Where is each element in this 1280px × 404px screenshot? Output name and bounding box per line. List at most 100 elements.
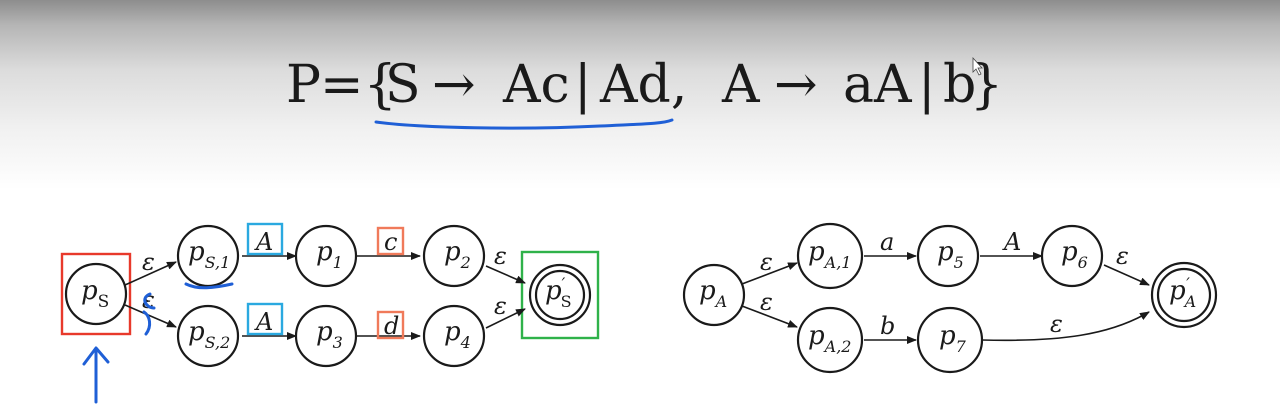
edge-p6-pAf (1103, 264, 1150, 286)
edge-label-p7-pAf: ε (1050, 310, 1063, 338)
state-label: pS,2 (188, 317, 230, 352)
edge-p7-pAf (981, 311, 1150, 342)
state-base: p (444, 317, 461, 347)
state-pS2: pS,2 (176, 304, 240, 368)
edge-label-pA-pA1: ε (760, 248, 773, 276)
state-p2: p2 (422, 224, 486, 288)
state-circle (64, 262, 128, 326)
formula-bar-1: | (574, 55, 592, 115)
formula-bar-2: | (918, 55, 936, 115)
state-sub: S (561, 292, 572, 311)
state-p4: p4 (422, 304, 486, 368)
state-sub: 5 (954, 253, 964, 272)
state-base: p (937, 237, 954, 267)
state-sub: A,2 (823, 337, 852, 356)
state-circle (294, 224, 358, 288)
edge-label-p2-pSf: ε (494, 242, 507, 270)
highlight-box-orange-2 (376, 310, 405, 340)
state-pS: pS (64, 262, 128, 326)
edge-pS-pS2 (124, 304, 177, 328)
edge-label-pS2-p3: A (254, 308, 273, 336)
state-label: p5 (937, 237, 964, 272)
state-base: p (316, 317, 333, 347)
state-circle (916, 306, 984, 374)
state-sub: A (1183, 292, 1197, 311)
state-label: pA,1 (808, 237, 851, 272)
state-p3: p3 (294, 304, 358, 368)
state-label: p7 (939, 321, 967, 356)
state-p5: p5 (916, 224, 980, 288)
formula-Ac: Ac (502, 55, 570, 115)
state-base: p (1169, 276, 1186, 306)
formula-arrow-1: → (432, 55, 476, 115)
state-sub: 6 (1078, 253, 1088, 272)
formula-b: b (943, 55, 976, 115)
state-p6: p6 (1040, 224, 1104, 288)
edge-pA-pA2 (741, 305, 798, 328)
state-sub: 2 (460, 253, 471, 272)
edge-label-pA2-p7: b (880, 312, 895, 340)
state-circle (176, 304, 240, 368)
formula-A: A (721, 55, 761, 115)
mouse-cursor-icon (972, 56, 983, 76)
state-circle (422, 304, 486, 368)
edge-label-pA-pA2: ε (760, 288, 773, 316)
state-p1: p1 (294, 224, 358, 288)
state-base: p (699, 276, 716, 306)
edge-p4-pSf (485, 308, 526, 329)
state-label: p4 (444, 317, 471, 352)
state-sub: 1 (333, 253, 343, 272)
edge-label-pS-pS1: ε (142, 248, 155, 276)
state-circle-inner (1156, 267, 1212, 323)
state-label: p2 (444, 237, 471, 272)
state-sub: S,1 (205, 253, 231, 272)
formula-eq-open: ={ (320, 55, 397, 115)
state-circle-inner (534, 269, 586, 321)
state-sub: 7 (956, 337, 967, 356)
state-label: pA,2 (808, 321, 851, 356)
blue-up-arrow-annotation (82, 346, 110, 404)
highlight-box-green (520, 250, 600, 340)
state-base: p (188, 317, 205, 347)
state-base: p (545, 276, 562, 306)
state-label: pS′ (545, 274, 572, 311)
edge-label-p6-pAf: ε (1116, 242, 1129, 270)
state-base: p (81, 276, 98, 306)
state-label: pA (699, 276, 727, 311)
state-label: pA′ (1169, 274, 1196, 311)
state-base: p (939, 321, 956, 351)
state-sub: A,1 (823, 253, 852, 272)
state-sub: S,2 (205, 333, 231, 352)
state-base: p (444, 237, 461, 267)
formula-arrow-2: → (774, 55, 818, 115)
state-label: pS (81, 276, 109, 312)
automaton-right: ε ε a A ε b ε pA pA,1 pA,2 p5 p6 p7 (682, 222, 1218, 374)
state-sup: ′ (1186, 274, 1190, 293)
blue-scribble-pS1 (184, 282, 234, 290)
state-base: p (1061, 237, 1078, 267)
highlight-box-red (60, 252, 132, 336)
edge-p2-pSf (485, 265, 526, 284)
blue-scribble-epsilon (142, 292, 156, 336)
state-circle (682, 263, 746, 327)
state-pA1: pA,1 (796, 222, 864, 290)
edge-pS-pS1 (124, 261, 177, 286)
state-label: p3 (316, 317, 343, 352)
automaton-left: ε ε A c ε A d ε pS pS,1 pS,2 p1 p2 (60, 222, 600, 404)
highlight-box-orange-1 (376, 226, 405, 256)
state-base: p (316, 237, 333, 267)
state-pS-final: pS′ (528, 263, 592, 327)
edge-label-p3-p4: d (384, 312, 399, 340)
state-base: p (188, 237, 205, 267)
state-circle (916, 224, 980, 288)
production-formula: P ={ S → Ac | Ad, A → aA | b } (286, 55, 1003, 115)
state-base: p (808, 321, 825, 351)
edge-label-pA1-p5: a (880, 228, 894, 256)
formula-S: S (385, 55, 421, 115)
state-pA2: pA,2 (796, 306, 864, 374)
edge-label-pS1-p1: A (254, 228, 273, 256)
state-label: p6 (1061, 237, 1088, 272)
state-base: p (808, 237, 825, 267)
highlight-box-cyan-2 (246, 302, 284, 336)
